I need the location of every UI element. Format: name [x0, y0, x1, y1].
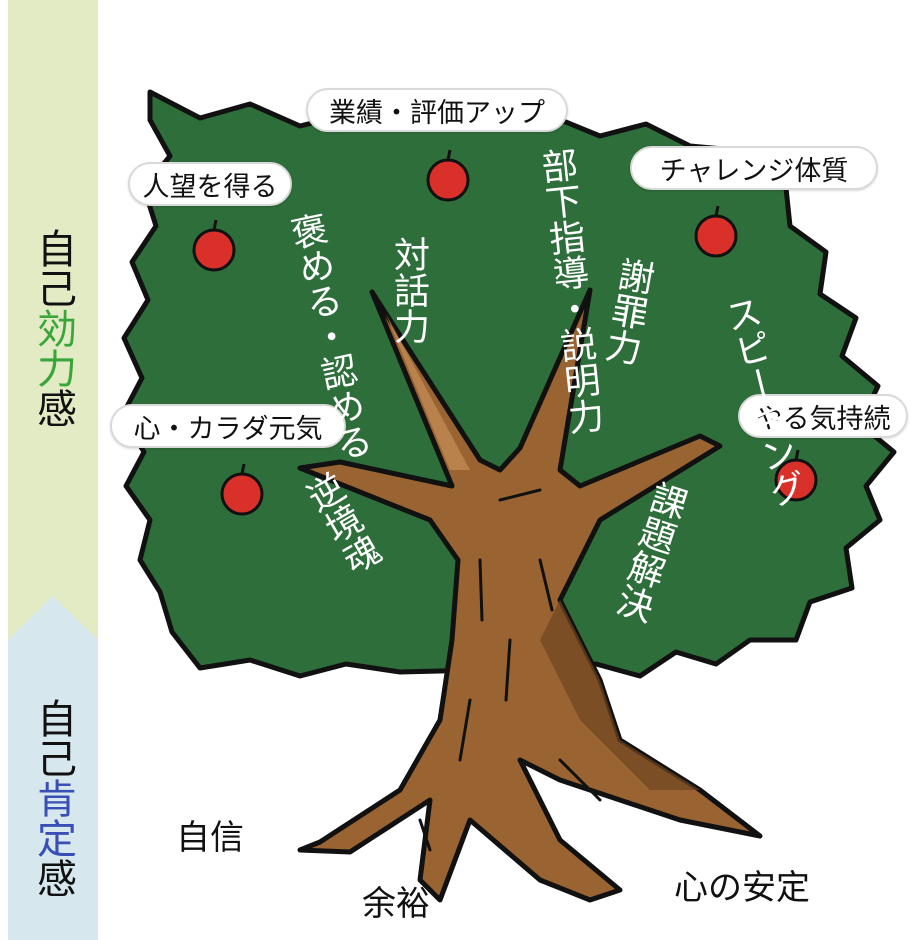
fruit-label-motivation: やる気持続 — [738, 394, 908, 438]
self-efficacy-suffix: 感 — [30, 388, 76, 428]
apple-icon — [426, 149, 470, 202]
self-esteem-prefix: 自己 — [30, 698, 76, 778]
root-label-composure: 余裕 — [362, 884, 430, 924]
tree-trunk — [297, 287, 763, 903]
fruit-label-challenge: チャレンジ体質 — [630, 146, 878, 190]
self-efficacy-label: 自己効力感 — [8, 228, 98, 428]
self-esteem-accent: 肯定 — [30, 778, 76, 858]
trunk-shade — [540, 600, 700, 790]
root-label-stability: 心の安定 — [674, 868, 810, 908]
self-efficacy-prefix: 自己 — [30, 228, 76, 308]
apple-icon — [220, 463, 264, 516]
self-esteem-label: 自己肯定感 — [8, 698, 98, 898]
up-arrow-icon — [8, 596, 98, 640]
fruit-label-wellness: 心・カラダ元気 — [110, 404, 346, 448]
root-label-confidence: 自信 — [176, 818, 244, 858]
apple-icon — [694, 205, 738, 258]
trunk-highlight — [386, 314, 470, 470]
apple-icon — [192, 219, 236, 272]
apple-icon — [774, 449, 818, 502]
self-efficacy-band — [8, 0, 98, 640]
branch-label-dialogue: 対話力 — [388, 236, 429, 344]
self-esteem-band — [8, 640, 98, 940]
fruit-label-popularity: 人望を得る — [128, 162, 292, 206]
self-efficacy-accent: 効力 — [30, 308, 76, 388]
bark-lines — [418, 488, 602, 852]
self-esteem-suffix: 感 — [30, 858, 76, 898]
fruit-label-performance: 業績・評価アップ — [306, 88, 568, 132]
